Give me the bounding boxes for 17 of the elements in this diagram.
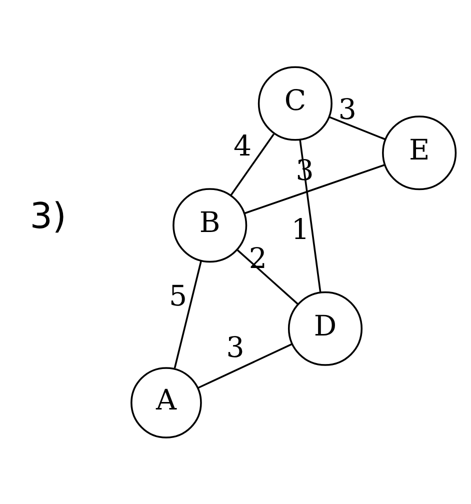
connector <box>236 248 299 304</box>
edge-label: 4 <box>234 128 252 162</box>
edge-label: 1 <box>291 212 310 246</box>
connector <box>230 133 274 196</box>
edge-label: 3 <box>226 330 244 364</box>
node-circle: A <box>130 366 202 438</box>
node-circle: D <box>288 290 363 366</box>
node-circle: C <box>258 66 332 140</box>
connector <box>198 342 292 388</box>
connector <box>244 164 385 214</box>
edge-label: 3 <box>338 92 356 126</box>
connector <box>174 260 202 368</box>
node-circle: B <box>172 188 248 262</box>
label: 3) <box>30 196 66 237</box>
edge-label: 5 <box>169 279 188 312</box>
connector <box>328 116 386 140</box>
node-circle: E <box>382 115 457 190</box>
